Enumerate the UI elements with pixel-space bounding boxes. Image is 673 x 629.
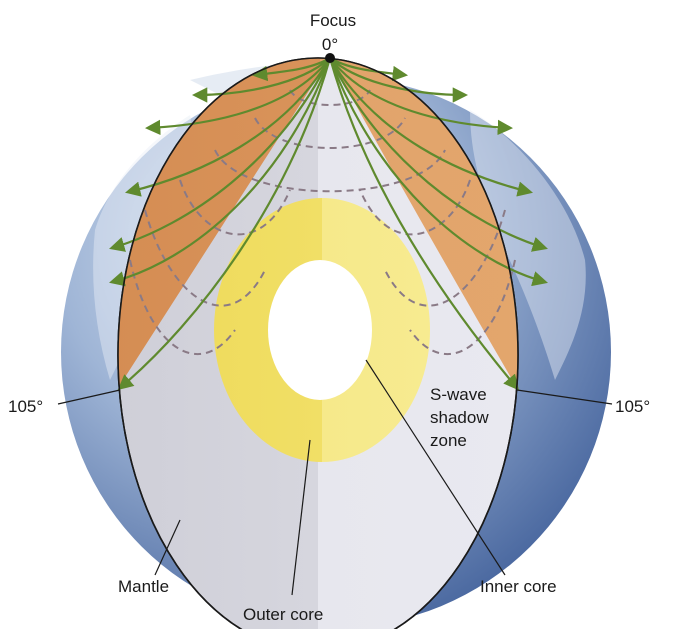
right-105-label: 105° (615, 397, 650, 416)
shadow-zone-label-1: S-wave (430, 385, 487, 404)
focus-degree-label: 0° (322, 35, 338, 54)
shadow-zone-label-3: zone (430, 431, 467, 450)
left-105-label: 105° (8, 397, 43, 416)
section-outline (117, 57, 519, 629)
outer-core-label: Outer core (243, 605, 323, 624)
shadow-zone-label-2: shadow (430, 408, 489, 427)
inner-core (268, 260, 372, 400)
mantle-label: Mantle (118, 577, 169, 596)
inner-core-label: Inner core (480, 577, 557, 596)
s-wave-rays (109, 57, 548, 391)
focus-label: Focus (310, 11, 356, 30)
s-wave-zone-fill (118, 58, 518, 388)
leader-lines (57, 359, 613, 596)
focus-point (325, 53, 335, 63)
